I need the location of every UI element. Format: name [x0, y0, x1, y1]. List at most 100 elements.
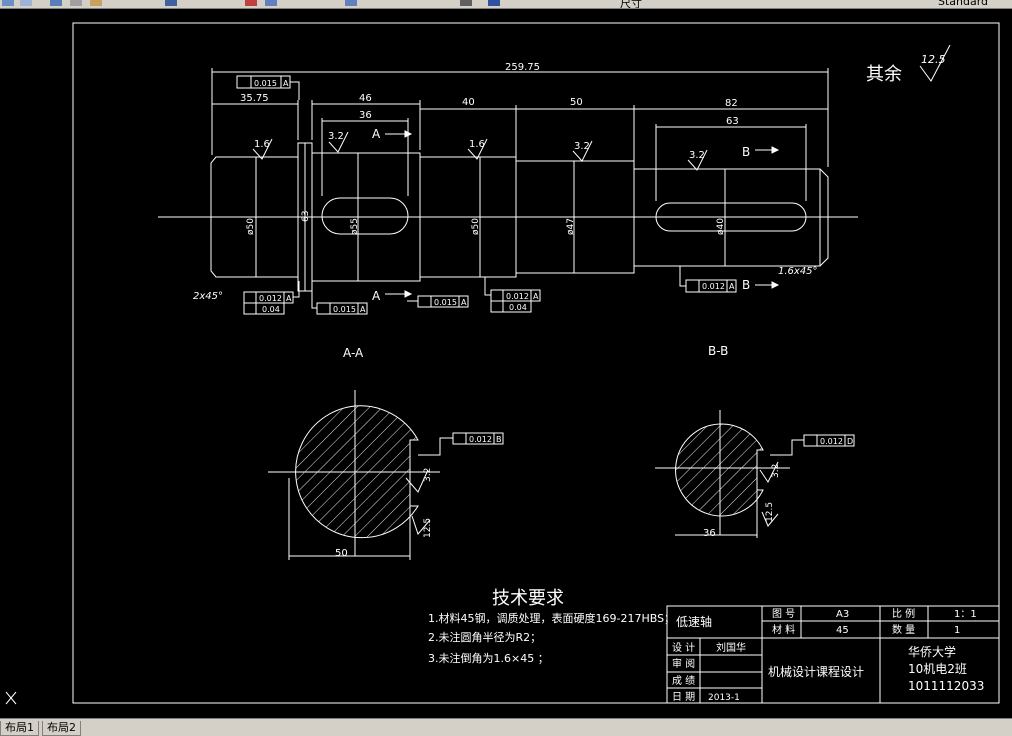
toolbar-icon[interactable] — [460, 0, 472, 6]
dimension-texts: 259.75 35.75 46 36 40 50 82 63 2x45° 1.6… — [193, 62, 818, 302]
tol-2-ref: A — [286, 294, 292, 303]
rough-2: 3.2 — [328, 131, 344, 142]
dim-d7: 63 — [726, 116, 739, 127]
toolbar-icon[interactable] — [90, 0, 102, 6]
toolbar-icon[interactable] — [488, 0, 500, 6]
designer: 刘国华 — [716, 641, 746, 654]
ucs-icon — [5, 691, 17, 705]
section-a-top: A — [372, 127, 381, 141]
toolbar-icon[interactable] — [165, 0, 177, 6]
tol-5b-value: 0.04 — [509, 303, 527, 312]
rough-1: 1.6 — [254, 139, 270, 150]
section-b-top: B — [742, 145, 750, 159]
material-label: 材 料 — [772, 623, 795, 636]
drawing-no: A3 — [836, 609, 849, 620]
section-a-bottom: A — [372, 289, 381, 303]
dim-d1: 35.75 — [240, 93, 269, 104]
drawing-frame — [72, 22, 1000, 704]
student-no: 1011112033 — [908, 679, 984, 693]
tab-layout2[interactable]: 布局2 — [42, 721, 81, 736]
tolerance-frames — [236, 75, 855, 456]
part-name: 低速轴 — [676, 614, 712, 629]
title-block — [666, 605, 1000, 704]
section-aa-rough2: 12.5 — [423, 518, 433, 538]
tech-requirements: 技术要求 1.材料45钢，调质处理，表面硬度169-217HBS； 2.未注圆角… — [428, 588, 675, 665]
dim-chamfer-left: 2x45° — [193, 291, 223, 302]
section-labels: A A B B A-A B-B — [343, 127, 750, 360]
tol-5-ref: A — [533, 292, 539, 301]
dim-chamfer-right: 1.6x45° — [778, 266, 818, 277]
scale-label: 比 例 — [892, 607, 915, 620]
tech-title: 技术要求 — [492, 588, 564, 609]
qty-label: 数 量 — [892, 623, 915, 636]
dim-dia2: ø55 — [350, 218, 360, 235]
course-name: 机械设计课程设计 — [768, 664, 864, 679]
dim-d5: 50 — [570, 97, 583, 108]
qty: 1 — [954, 625, 960, 636]
tech-line-1: 1.材料45钢，调质处理，表面硬度169-217HBS； — [428, 611, 675, 625]
toolbar-icon[interactable] — [20, 0, 32, 6]
layer-dropdown[interactable]: 尺寸 — [620, 0, 642, 9]
toolbar-icon[interactable] — [245, 0, 257, 6]
grade-label: 成 绩 — [672, 674, 695, 687]
rough-4: 3.2 — [574, 141, 590, 152]
top-dimensions — [211, 68, 829, 201]
tol-1-ref: A — [283, 79, 289, 88]
title-block-texts: 低速轴 图 号 A3 比 例 1：1 材 料 45 数 量 1 设 计 刘国华 … — [672, 607, 984, 703]
rough-3: 1.6 — [469, 139, 485, 150]
drawing-canvas[interactable]: 259.75 35.75 46 36 40 50 82 63 2x45° 1.6… — [0, 9, 1012, 717]
toolbar-icon[interactable] — [2, 0, 14, 6]
tol-4-ref: A — [461, 298, 467, 307]
rough-5: 3.2 — [689, 150, 705, 161]
surface-note: 其余 — [866, 64, 902, 85]
tol-3-value: 0.015 — [333, 305, 356, 314]
section-aa-title: A-A — [343, 346, 364, 360]
tol-sb-ref: D — [847, 437, 853, 446]
diameter-lines — [255, 153, 726, 281]
section-bb-dia: 36 — [703, 528, 716, 539]
review-label: 审 阅 — [672, 657, 695, 670]
toolbar-icon[interactable] — [345, 0, 357, 6]
toolbar-icon[interactable] — [70, 0, 82, 6]
tol-2-value: 0.012 — [259, 294, 282, 303]
tol-sa-value: 0.012 — [469, 435, 492, 444]
toolbar: 尺寸 Standard — [0, 0, 1012, 9]
section-bb-title: B-B — [708, 344, 728, 358]
section-bb-rough2: 12.5 — [765, 502, 775, 522]
dim-d4: 40 — [462, 97, 475, 108]
tol-6-ref: A — [729, 282, 735, 291]
dim-dia3: ø50 — [471, 218, 481, 235]
shaft-outline — [210, 142, 829, 292]
section-bb: 36 3.2 12.5 — [655, 410, 790, 539]
toolbar-icon[interactable] — [265, 0, 277, 6]
tab-layout1[interactable]: 布局1 — [0, 721, 39, 736]
toolbar-icon[interactable] — [50, 0, 62, 6]
style-dropdown[interactable]: Standard — [938, 0, 989, 8]
scale: 1：1 — [954, 609, 977, 620]
layout-tabs: 布局1 布局2 — [0, 718, 1012, 736]
class-name: 10机电2班 — [908, 662, 967, 676]
dim-dia4: ø47 — [566, 218, 576, 235]
roughness-symbols — [252, 44, 951, 171]
design-label: 设 计 — [672, 641, 695, 654]
school-name: 华侨大学 — [908, 644, 956, 659]
tol-sa-ref: B — [496, 435, 502, 444]
tol-5-value: 0.012 — [506, 292, 529, 301]
tol-1-value: 0.015 — [254, 79, 277, 88]
section-aa: 50 3.2 12.5 — [268, 390, 440, 560]
dim-d6: 82 — [725, 98, 738, 109]
dim-dia5: ø40 — [716, 218, 726, 235]
tech-line-3: 3.未注倒角为1.6×45 ； — [428, 651, 549, 665]
section-bb-rough: 3.2 — [771, 464, 781, 478]
date: 2013-1 — [708, 693, 740, 703]
section-aa-dia: 50 — [335, 548, 348, 559]
dim-dia6: 63 — [301, 211, 311, 222]
dim-dia1: ø50 — [246, 218, 256, 235]
section-b-bottom: B — [742, 278, 750, 292]
dim-d2: 46 — [359, 93, 372, 104]
drawing-no-label: 图 号 — [772, 608, 795, 620]
tol-2b-value: 0.04 — [262, 305, 280, 314]
date-label: 日 期 — [672, 691, 695, 703]
material: 45 — [836, 625, 849, 636]
dim-d3: 36 — [359, 110, 372, 121]
